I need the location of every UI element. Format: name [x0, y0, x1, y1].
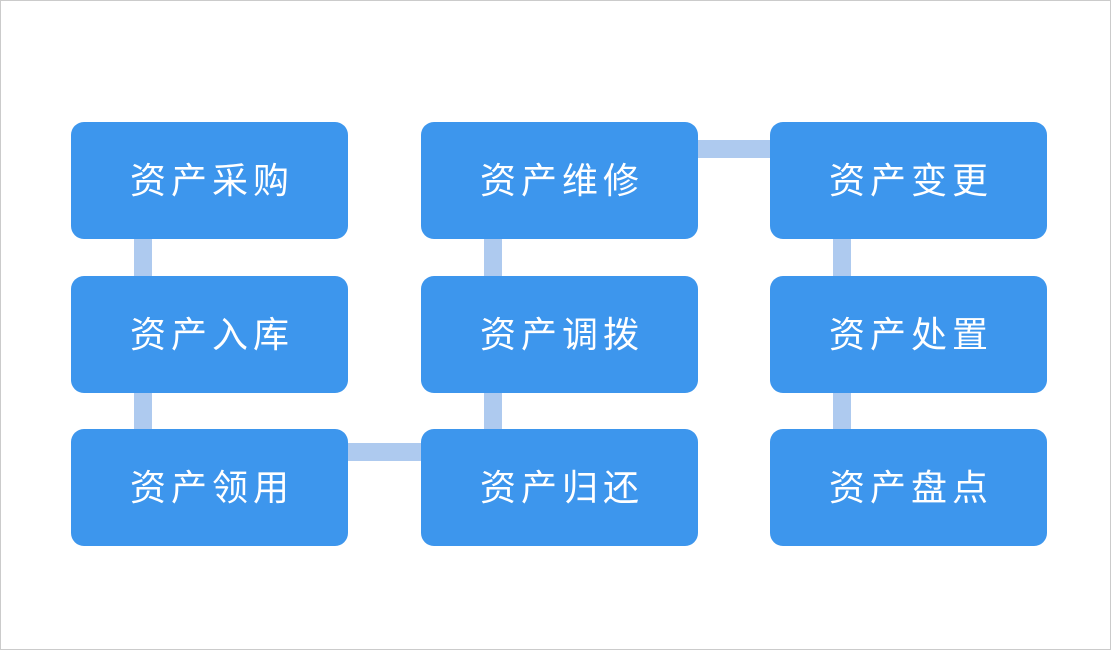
- node-asset-return: 资产归还: [421, 429, 698, 546]
- node-asset-change: 资产变更: [770, 122, 1047, 239]
- node-asset-disposal-label: 资产处置: [828, 313, 993, 355]
- connector-maintenance-change: [694, 140, 774, 158]
- node-asset-inbound: 资产入库: [71, 276, 348, 393]
- node-asset-disposal: 资产处置: [770, 276, 1047, 393]
- node-asset-inbound-label: 资产入库: [129, 313, 294, 355]
- node-asset-requisition: 资产领用: [71, 429, 348, 546]
- node-asset-maintenance: 资产维修: [421, 122, 698, 239]
- node-asset-requisition-label: 资产领用: [129, 466, 294, 508]
- node-asset-stocktaking: 资产盘点: [770, 429, 1047, 546]
- connector-maintenance-transfer: [484, 235, 502, 279]
- node-asset-stocktaking-label: 资产盘点: [828, 466, 993, 508]
- node-asset-transfer-label: 资产调拨: [479, 313, 644, 355]
- connector-transfer-return: [484, 389, 502, 433]
- node-asset-maintenance-label: 资产维修: [479, 159, 644, 201]
- connector-change-disposal: [833, 235, 851, 279]
- node-asset-change-label: 资产变更: [828, 159, 993, 201]
- node-asset-return-label: 资产归还: [479, 466, 644, 508]
- node-asset-procurement: 资产采购: [71, 122, 348, 239]
- node-asset-transfer: 资产调拨: [421, 276, 698, 393]
- connector-disposal-stocktaking: [833, 389, 851, 433]
- connector-requisition-return: [344, 443, 425, 461]
- connector-procurement-inbound: [134, 235, 152, 279]
- connector-inbound-requisition: [134, 389, 152, 433]
- node-asset-procurement-label: 资产采购: [129, 159, 294, 201]
